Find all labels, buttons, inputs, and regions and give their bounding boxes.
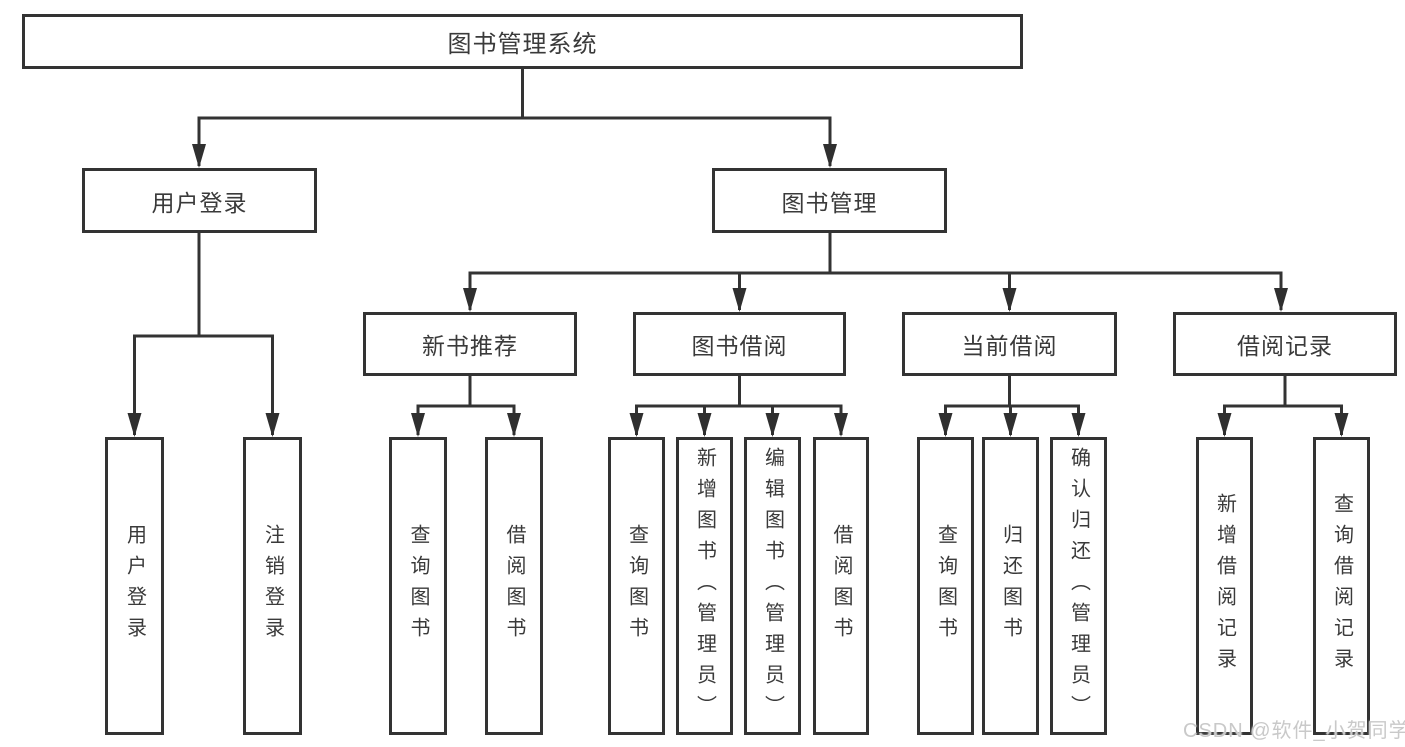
leaf-confirm-return-admin: 确认归还（管理员）	[1050, 437, 1107, 735]
node-label: 用户登录	[151, 189, 248, 216]
leaf-label: 新增图书（管理员）	[693, 446, 716, 726]
leaf-label: 编辑图书（管理员）	[761, 446, 784, 726]
leaf-logout: 注销登录	[243, 437, 302, 735]
edge-borrow-records-split	[1223, 376, 1343, 435]
leaf-query-books-borrow: 查询图书	[608, 437, 665, 735]
leaf-label: 借阅图书	[830, 524, 852, 648]
edge-new-book-split	[416, 376, 516, 435]
node-book-borrow: 图书借阅	[633, 312, 846, 376]
leaf-label: 查询借阅记录	[1330, 493, 1353, 679]
node-label: 图书管理	[781, 189, 878, 216]
leaf-label: 归还图书	[999, 524, 1022, 648]
edge-book-borrow-split	[635, 376, 843, 435]
leaf-label: 查询图书	[625, 524, 648, 648]
leaf-label: 确认归还（管理员）	[1067, 446, 1090, 726]
leaf-user-login: 用户登录	[105, 437, 164, 735]
leaf-query-books-current: 查询图书	[917, 437, 974, 735]
leaf-borrow-books: 借阅图书	[813, 437, 869, 735]
node-label: 新书推荐	[422, 333, 518, 359]
edge-book-mgmt-split	[468, 233, 1283, 310]
leaf-label: 新增借阅记录	[1213, 493, 1236, 679]
leaf-query-books-recommend: 查询图书	[389, 437, 447, 735]
leaf-add-book-admin: 新增图书（管理员）	[676, 437, 733, 735]
leaf-label: 查询图书	[407, 524, 429, 648]
node-user-login: 用户登录	[82, 168, 317, 233]
node-label: 图书借阅	[691, 333, 788, 359]
leaf-query-borrow-record: 查询借阅记录	[1313, 437, 1370, 735]
node-label: 借阅记录	[1237, 333, 1333, 359]
node-library-management-system: 图书管理系统	[22, 14, 1023, 69]
edge-root-split	[197, 69, 832, 166]
leaf-add-borrow-record: 新增借阅记录	[1196, 437, 1253, 735]
arrowheads	[127, 144, 1349, 437]
leaf-borrow-books-recommend: 借阅图书	[485, 437, 543, 735]
leaf-label: 注销登录	[261, 524, 284, 648]
leaf-label: 借阅图书	[503, 524, 525, 648]
node-new-book-recommend: 新书推荐	[363, 312, 577, 376]
leaf-edit-book-admin: 编辑图书（管理员）	[744, 437, 801, 735]
node-borrow-records: 借阅记录	[1173, 312, 1397, 376]
leaf-return-books: 归还图书	[982, 437, 1039, 735]
node-label: 图书管理系统	[447, 31, 598, 58]
node-book-management: 图书管理	[712, 168, 947, 233]
node-current-borrow: 当前借阅	[902, 312, 1117, 376]
edge-user-login-split	[133, 233, 274, 435]
csdn-watermark: CSDN @软件_小贺同学	[1183, 720, 1405, 742]
node-label: 当前借阅	[961, 333, 1058, 359]
leaf-label: 查询图书	[934, 524, 957, 648]
leaf-label: 用户登录	[123, 524, 146, 648]
